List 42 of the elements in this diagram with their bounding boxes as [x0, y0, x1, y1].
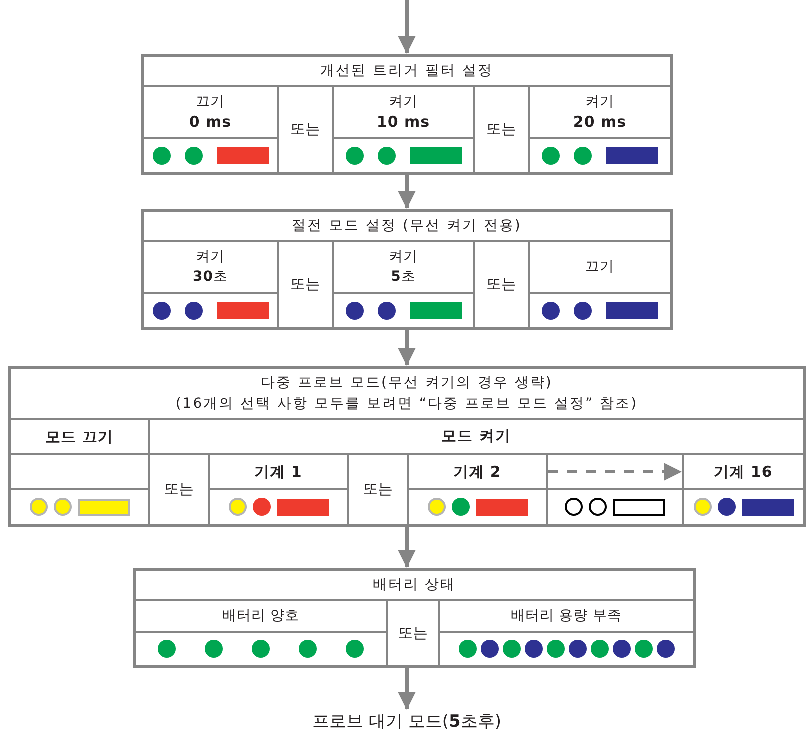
cell-label: 5초: [391, 268, 416, 287]
flow-arrow: [548, 463, 682, 481]
cell-label: 켜기: [389, 248, 418, 267]
flow-arrow: [398, 330, 416, 366]
option-cell: [682, 455, 803, 524]
option-cell: [407, 455, 548, 524]
option-cell: [332, 87, 473, 172]
cell-label: 기계 2: [454, 462, 502, 482]
option-cell: [528, 242, 670, 327]
panel-title: 절전 모드 설정 (무선 켜기 전용): [292, 217, 522, 236]
cell-label: 켜기: [389, 93, 418, 112]
cell-label: 30초: [193, 268, 228, 287]
option-cell: [208, 455, 347, 524]
flow-arrow: [398, 527, 416, 568]
cell-label: 켜기: [196, 248, 225, 267]
option-cell: [528, 87, 670, 172]
cell-label: 0 ms: [189, 112, 232, 132]
table-panel: [133, 568, 696, 668]
table-panel: [8, 366, 806, 527]
table-panel: [141, 209, 673, 330]
cell-label: 기계 16: [714, 462, 773, 482]
flow-arrow: [398, 175, 416, 209]
panel-title: 개선된 트리거 필터 설정: [320, 62, 494, 81]
panel-title: 배터리 상태: [372, 576, 456, 595]
table-panel: [141, 54, 673, 175]
cell-label: 기계 1: [254, 462, 302, 482]
option-cell: [332, 242, 473, 327]
end-state-label: 프로브 대기 모드(5초후): [312, 710, 502, 733]
cell-label: 20 ms: [573, 112, 627, 132]
cell-label: 10 ms: [376, 112, 430, 132]
cell-label: 끄기: [196, 93, 225, 112]
cell-label: 배터리 용량 부족: [510, 607, 622, 626]
column-group: [148, 420, 803, 524]
option-cell: [438, 601, 693, 665]
cell-label: 끄기: [586, 258, 614, 277]
panel-title: 다중 프로브 모드(무선 켜기의 경우 생략): [261, 374, 553, 393]
flow-arrow: [398, 668, 416, 710]
panel-title: (16개의 선택 사항 모두를 보려면 “다중 프로브 모드 설정” 참조): [176, 395, 638, 414]
cell-label: 켜기: [586, 93, 614, 112]
cell-label: 배터리 양호: [222, 607, 300, 626]
cell-label: 모드 끄기: [46, 426, 114, 446]
flow-arrow: [398, 0, 416, 54]
